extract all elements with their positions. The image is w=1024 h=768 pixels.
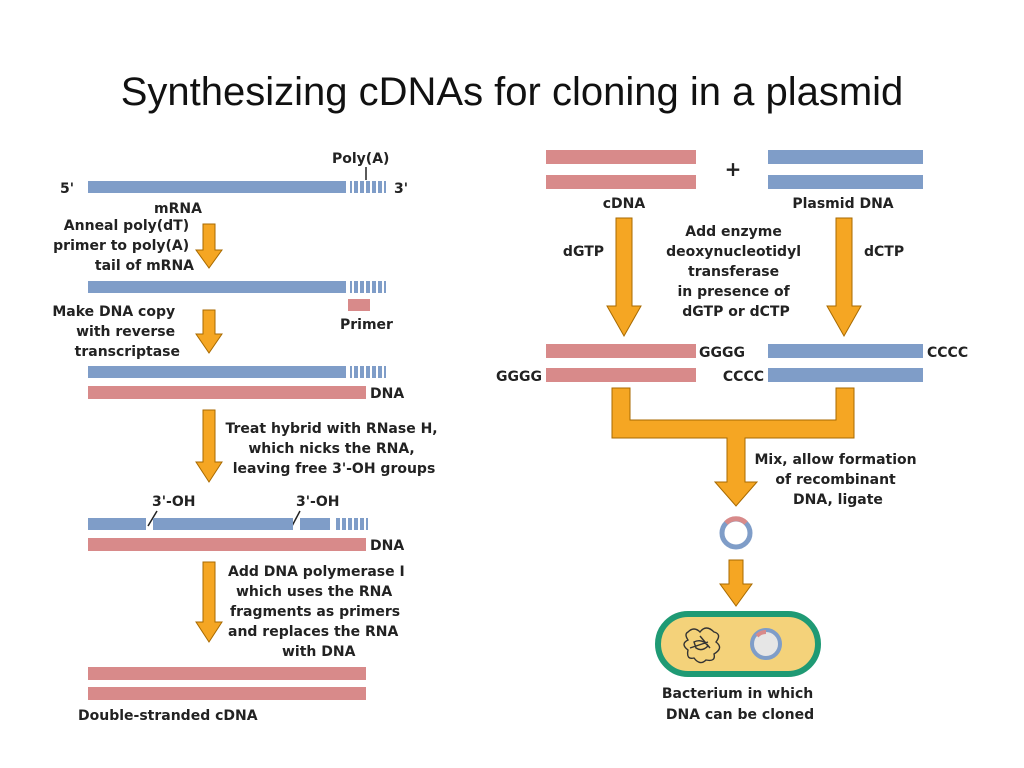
plus-sign: +	[725, 157, 742, 181]
label-cccc-right: CCCC	[927, 345, 968, 361]
nick-pointer-1	[147, 510, 158, 527]
hybrid-dna-strand	[88, 386, 366, 399]
recombinant-plasmid-icon	[719, 516, 753, 550]
label-3oh-1: 3'-OH	[152, 494, 195, 510]
label-dna-2: DNA	[370, 538, 404, 554]
rna-fragment-2	[153, 518, 293, 530]
polya-tail-2	[350, 281, 386, 293]
left-panel: 5' 3' Poly(A) mRNA Anneal poly(dT) prime…	[52, 151, 443, 724]
step3-text: Treat hybrid with RNase H, which nicks t…	[226, 421, 443, 477]
plasmid-top-strand	[768, 150, 923, 164]
arrow-step4	[195, 561, 223, 643]
label-cdna: cDNA	[603, 196, 646, 212]
mrna-strand-2	[88, 281, 346, 293]
label-gggg-left: GGGG	[496, 369, 542, 385]
label-mrna: mRNA	[154, 201, 202, 217]
rna-polya-fragment	[334, 518, 368, 530]
enzyme-text: Add enzyme deoxynucleotidyl transferase …	[666, 224, 806, 320]
page-title: Synthesizing cDNAs for cloning in a plas…	[120, 70, 904, 114]
rna-fragment-1	[88, 518, 146, 530]
arrow-transform	[719, 559, 753, 607]
arrow-cdna-tailing	[606, 217, 642, 338]
label-dctp: dCTP	[864, 244, 904, 260]
rna-fragment-3	[300, 518, 330, 530]
label-polya: Poly(A)	[332, 151, 389, 167]
step2-text: Make DNA copy with reverse transcriptase	[52, 304, 180, 360]
plasmid-bottom-strand	[768, 175, 923, 189]
arrow-plasmid-tailing	[826, 217, 862, 338]
cdna-strand-1	[88, 667, 366, 680]
label-dna-1: DNA	[370, 386, 404, 402]
label-primer: Primer	[340, 317, 393, 333]
tailed-plasmid-top	[768, 344, 923, 358]
polya-tail	[350, 181, 386, 193]
bacterium-text: Bacterium in which DNA can be cloned	[662, 686, 818, 723]
label-3prime: 3'	[394, 181, 408, 197]
label-cccc-left: CCCC	[723, 369, 764, 385]
chromosome-icon	[683, 627, 721, 664]
mrna-strand	[88, 181, 346, 193]
dna-strand-2	[88, 538, 366, 551]
tailed-cdna-top	[546, 344, 696, 358]
label-plasmid-dna: Plasmid DNA	[792, 196, 893, 212]
label-5prime: 5'	[60, 181, 74, 197]
arrow-step1	[195, 223, 223, 269]
plasmid-insert-arc	[755, 629, 767, 638]
nick-pointer-2	[291, 510, 301, 527]
label-gggg-top: GGGG	[699, 345, 745, 361]
cdna-top-strand	[546, 150, 696, 164]
arrow-merge-ligate	[611, 387, 855, 507]
hybrid-rna-strand	[88, 366, 346, 378]
step4-text: Add DNA polymerase I which uses the RNA …	[228, 564, 410, 660]
label-double-stranded-cdna: Double-stranded cDNA	[78, 708, 258, 724]
bacterium-icon	[655, 611, 821, 677]
label-dgtp: dGTP	[563, 244, 604, 260]
primer-strand	[348, 299, 370, 311]
tailed-plasmid-bottom	[768, 368, 923, 382]
recombinant-insert-arc	[724, 516, 748, 525]
cdna-strand-2	[88, 687, 366, 700]
step1-text: Anneal poly(dT) primer to poly(A) tail o…	[53, 218, 194, 274]
hybrid-polya-tail	[350, 366, 386, 378]
right-panel: + cDNA Plasmid DNA dGTP dCTP Add enzyme …	[496, 150, 968, 723]
mix-text: Mix, allow formation of recombinant DNA,…	[754, 452, 921, 508]
arrow-step3	[195, 409, 223, 483]
cdna-bottom-strand	[546, 175, 696, 189]
arrow-step2	[195, 309, 223, 354]
label-3oh-2: 3'-OH	[296, 494, 339, 510]
tailed-cdna-bottom	[546, 368, 696, 382]
